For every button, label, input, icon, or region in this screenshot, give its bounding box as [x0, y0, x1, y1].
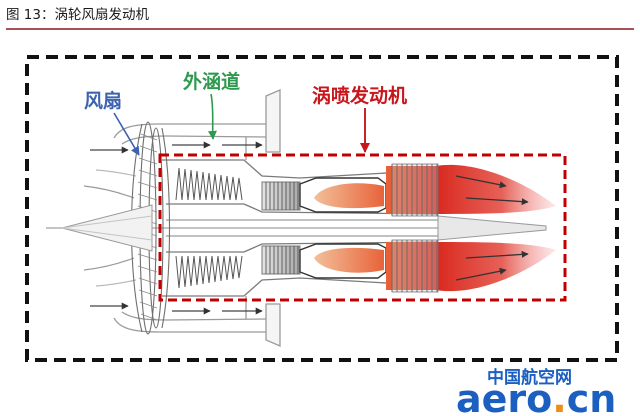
- tail-cone: [437, 215, 547, 241]
- turbojet-core-frame: [158, 153, 567, 302]
- exhaust-plume-bottom: [436, 242, 556, 292]
- turbofan-outline-frame: [25, 55, 619, 362]
- bypass-airflow: [172, 141, 263, 315]
- combustion-flame-top: [314, 183, 384, 209]
- exhaust-plume-top: [436, 164, 556, 214]
- inlet-flowline-upper: [83, 185, 135, 199]
- figure-title: 图 13：涡轮风扇发动机: [6, 7, 149, 23]
- nose-cone-lines: [61, 215, 153, 241]
- core-hub-top: [166, 203, 439, 215]
- turbine-blades-top: [391, 164, 438, 216]
- hp-compressor-top-blades: [265, 182, 299, 210]
- lp-compressor-bottom: [175, 255, 243, 289]
- fan-label: 风扇: [84, 89, 122, 112]
- turbine-blades-bottom: [391, 240, 438, 292]
- high-pressure-compressor: [261, 181, 301, 275]
- turbine-stages-top: [391, 163, 439, 217]
- core-casing: [162, 159, 439, 297]
- fan-blade-curve-2: [161, 127, 171, 329]
- inlet-airflow: [83, 146, 137, 310]
- watermark-domain-dot: .: [552, 377, 566, 416]
- combustion-chamber: [299, 177, 387, 279]
- exhaust-arrow-bottom-1: [455, 267, 507, 281]
- watermark-site-name: 中国航空网: [487, 367, 572, 388]
- turbojet-core-label: 涡喷发动机: [312, 84, 407, 107]
- core-hub-bottom: [166, 241, 439, 253]
- inlet-flowline-upper-2: [95, 169, 137, 177]
- nacelle-top-outer: [113, 123, 266, 139]
- lp-compressor-top: [175, 167, 243, 201]
- core-casing-bottom: [162, 277, 439, 297]
- watermark-domain-brand: aero: [456, 377, 552, 416]
- fan-label-arrow: [113, 112, 140, 156]
- nacelle-top-exit: [265, 89, 281, 153]
- exhaust-airflow: [455, 175, 529, 281]
- shaft: [166, 219, 438, 237]
- exhaust-arrow-top-1: [455, 175, 507, 189]
- turbine-stages-bottom: [391, 239, 439, 293]
- watermark-logo: 中国航空网 aero.cn: [456, 367, 616, 416]
- combustion-flame-bottom: [314, 247, 384, 273]
- inlet-flowline-lower-2: [95, 279, 137, 287]
- turbine: [386, 163, 439, 293]
- low-pressure-compressor: [175, 167, 243, 289]
- hp-compressor-bottom-blades: [265, 246, 299, 274]
- fan-callout: 风扇: [84, 89, 140, 156]
- nose-cone-body: [61, 204, 153, 252]
- turbojet-core-callout: 涡喷发动机: [312, 84, 407, 153]
- inlet-flowline-lower: [83, 257, 135, 271]
- bypass-duct-label: 外涵道: [183, 70, 240, 93]
- bypass-duct-callout: 外涵道: [183, 70, 240, 140]
- watermark-domain: aero.cn: [456, 377, 616, 416]
- bypass-duct-label-arrow: [207, 93, 217, 140]
- core-casing-top: [162, 159, 439, 179]
- nacelle-bottom-outer: [113, 317, 266, 333]
- exhaust-arrow-bottom-2: [465, 250, 529, 259]
- watermark-domain-tld: cn: [567, 377, 617, 416]
- exhaust-arrow-top-2: [465, 197, 529, 206]
- nose-cone: [61, 204, 153, 252]
- nacelle-casing: [113, 89, 281, 347]
- nacelle-bottom-exit: [265, 303, 281, 347]
